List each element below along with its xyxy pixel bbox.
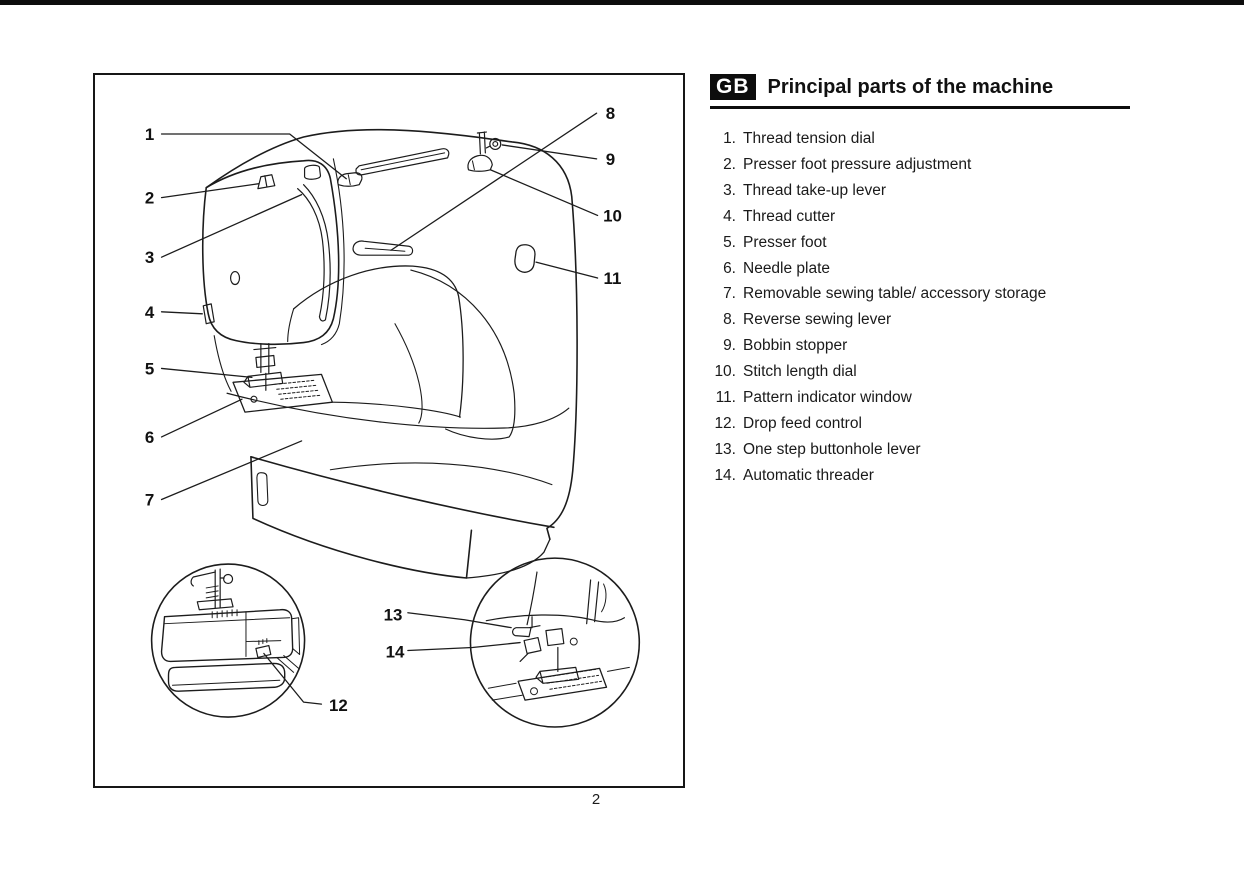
part-item: 12. Drop feed control	[710, 411, 1130, 437]
callout-label-5: 5	[145, 359, 154, 378]
part-number: 10.	[714, 363, 736, 381]
callout-label-1: 1	[145, 125, 154, 144]
machine-diagram: 1 2 3 4 5 6 7 8 9 10 11 12 13 14	[145, 104, 641, 728]
callout-label-3: 3	[145, 248, 154, 267]
detail-circle-left	[150, 563, 323, 718]
part-number: 13.	[714, 440, 736, 458]
section-header: GB Principal parts of the machine	[710, 74, 1130, 109]
callout-label-9: 9	[606, 150, 615, 169]
part-label: Drop feed control	[743, 414, 862, 432]
part-item: 5. Presser foot	[710, 230, 1130, 256]
parts-list: 1. Thread tension dial 2. Presser foot pre…	[710, 126, 1130, 489]
callout-label-6: 6	[145, 428, 154, 447]
callout-label-12: 12	[329, 696, 348, 715]
part-number: 3.	[723, 181, 736, 199]
diagram-panel: 1 2 3 4 5 6 7 8 9 10 11 12 13 14	[93, 73, 685, 788]
part-item: 2. Presser foot pressure adjustment	[710, 152, 1130, 178]
callout-lines	[160, 112, 599, 501]
part-number: 8.	[723, 311, 736, 329]
part-label: Removable sewing table/ accessory storag…	[743, 285, 1047, 303]
part-item: 13. One step buttonhole lever	[710, 437, 1130, 463]
part-item: 3. Thread take-up lever	[710, 178, 1130, 204]
detail-circle-right	[407, 557, 641, 728]
top-border-bar	[0, 0, 1244, 5]
part-number: 14.	[714, 466, 736, 484]
part-item: 4. Thread cutter	[710, 204, 1130, 230]
part-number: 12.	[714, 414, 736, 432]
callout-label-14: 14	[386, 642, 405, 661]
part-label: Presser foot pressure adjustment	[743, 155, 972, 173]
callout-label-7: 7	[145, 490, 154, 509]
part-item: 14. Automatic threader	[710, 463, 1130, 489]
part-number: 11.	[715, 389, 736, 407]
part-number: 6.	[723, 259, 736, 277]
part-item: 1. Thread tension dial	[710, 126, 1130, 152]
part-label: Pattern indicator window	[743, 389, 912, 407]
part-label: Automatic threader	[743, 466, 874, 484]
part-number: 9.	[723, 337, 736, 355]
part-label: Stitch length dial	[743, 363, 857, 381]
callout-label-13: 13	[384, 606, 403, 625]
callout-label-10: 10	[603, 206, 622, 225]
part-number: 1.	[723, 130, 736, 147]
part-label: Presser foot	[743, 233, 827, 251]
language-badge: GB	[710, 74, 756, 100]
callout-label-2: 2	[145, 189, 154, 208]
part-number: 7.	[723, 285, 736, 303]
part-item: 6. Needle plate	[710, 256, 1130, 282]
callout-label-8: 8	[606, 104, 615, 123]
part-label: Reverse sewing lever	[743, 311, 892, 329]
part-item: 8. Reverse sewing lever	[710, 307, 1130, 333]
page-number: 2	[591, 791, 601, 808]
callout-label-11: 11	[604, 269, 622, 288]
part-item: 7. Removable sewing table/ accessory stor…	[710, 281, 1130, 307]
page-title: Principal parts of the machine	[767, 75, 1054, 98]
callout-label-4: 4	[145, 303, 155, 322]
part-label: Thread cutter	[743, 207, 836, 225]
part-number: 4.	[723, 207, 736, 225]
part-label: Needle plate	[743, 259, 831, 277]
part-number: 2.	[723, 155, 736, 173]
part-label: Thread take-up lever	[743, 181, 887, 199]
part-item: 11. Pattern indicator window	[710, 385, 1130, 411]
part-label: One step buttonhole lever	[743, 440, 921, 458]
part-item: 10. Stitch length dial	[710, 359, 1130, 385]
part-number: 5.	[723, 233, 736, 251]
part-item: 9. Bobbin stopper	[710, 333, 1130, 359]
parts-panel: GB Principal parts of the machine 1. Thre…	[710, 74, 1130, 489]
part-label: Bobbin stopper	[743, 337, 848, 355]
part-label: Thread tension dial	[743, 130, 875, 147]
machine-line-art	[201, 128, 578, 579]
